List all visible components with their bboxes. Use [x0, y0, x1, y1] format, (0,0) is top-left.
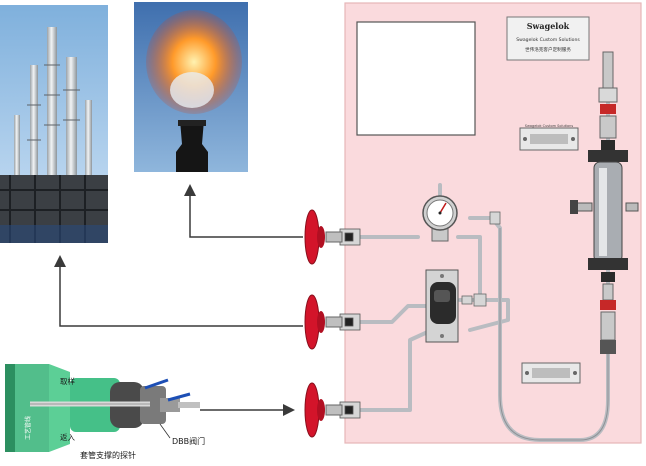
probe-label: 套管支撑的探针: [80, 450, 136, 460]
tubing-outline: [499, 228, 609, 441]
regulator-valve: [425, 269, 459, 343]
arrow-to-flare: [184, 184, 303, 238]
dbb-valve-label: DBB阀门: [172, 436, 205, 446]
arrow-to-process: [54, 255, 303, 327]
flange-middle: [304, 294, 343, 350]
flange-top: [304, 209, 343, 265]
lower-mounting-bracket: [521, 362, 581, 384]
pressure-gauge: [422, 195, 458, 242]
sample-label: 取样: [60, 376, 75, 386]
tube-fittings: [461, 211, 501, 307]
brand-logo-text: Swagelok: [527, 21, 570, 31]
nameplate-line1: Swagelok Custom Solutions: [516, 37, 580, 43]
flange-bottom: [304, 382, 343, 438]
sample-cylinder: [570, 51, 639, 354]
blank-placard: [356, 21, 476, 136]
valve-handle-lower: [167, 392, 191, 402]
return-label: 返入: [60, 433, 75, 442]
upper-mounting-bracket: Swagelok Custom Solutions: [519, 124, 579, 151]
flare-stack-photo: [134, 2, 248, 172]
probe-assembly: 工艺管线 取样 返入 套管支撑的探针 DBB阀门: [5, 364, 205, 460]
bracket-caption: Swagelok Custom Solutions: [525, 124, 574, 128]
process-pipe-label: 工艺管线: [24, 416, 32, 440]
refinery-photo: [0, 5, 108, 243]
inlet-fittings: [339, 228, 361, 419]
swagelok-nameplate: Swagelok Swagelok Custom Solutions 世伟洛克客…: [506, 16, 590, 61]
nameplate-line2: 世伟洛克客户定制服务: [525, 46, 571, 53]
valve-handle-upper: [144, 378, 169, 390]
